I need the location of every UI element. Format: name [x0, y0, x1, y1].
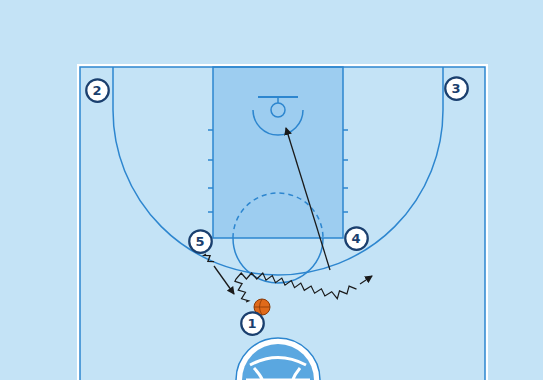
- dribble-path: [235, 273, 357, 302]
- player-circle: 5: [188, 229, 213, 254]
- player-number: 1: [247, 317, 256, 330]
- court-floor: [80, 67, 485, 380]
- screen-arrow: [214, 266, 234, 294]
- paint: [213, 67, 343, 238]
- player-number: 4: [351, 232, 360, 245]
- court-lines: [113, 67, 443, 283]
- player-number: 2: [92, 84, 101, 97]
- center-logo: [236, 338, 320, 380]
- player-circle: 1: [240, 311, 265, 336]
- player-circle: 2: [85, 78, 110, 103]
- player-number: 3: [451, 82, 460, 95]
- player-circle: 4: [344, 226, 369, 251]
- cut-arrow: [286, 128, 330, 270]
- court-boundary: [80, 67, 485, 380]
- player-number: 5: [195, 235, 204, 248]
- player-circle: 3: [444, 76, 469, 101]
- dribble-arrow: [360, 276, 372, 284]
- court-boundary: [78, 65, 487, 380]
- screen-path: [204, 254, 214, 262]
